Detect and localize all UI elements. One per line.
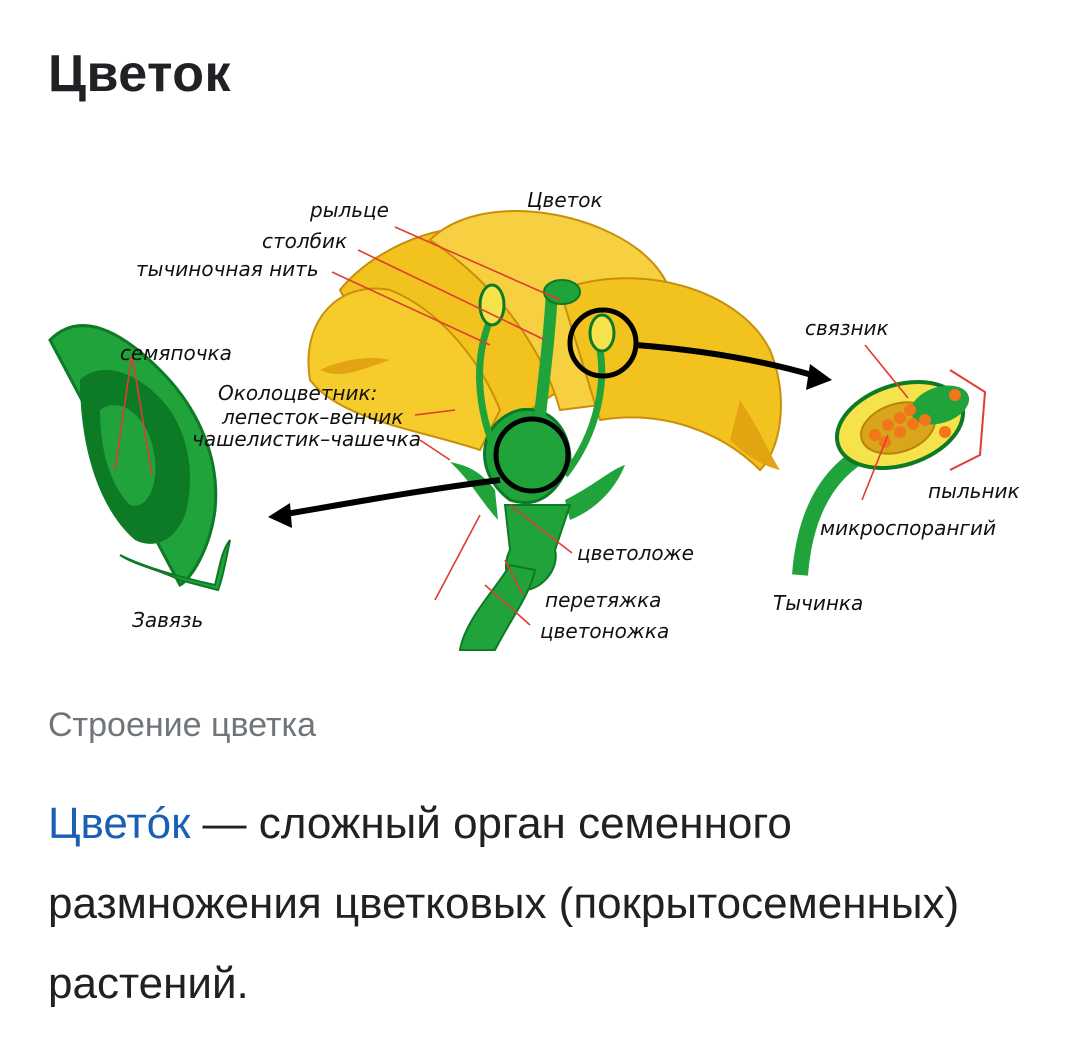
label-style: столбик [262,229,347,253]
arrow-to-ovary [268,480,500,528]
label-connective: связник [805,316,889,340]
label-sepal: чашелистик–чашечка [192,427,421,451]
image-caption: Строение цветка [48,706,316,745]
label-constriction: перетяжка [545,588,661,612]
page-title: Цветок [48,44,231,104]
ovary-section [50,326,230,590]
label-perianth: Околоцветник: [218,381,377,405]
label-filament: тычиночная нить [136,257,319,281]
label-receptacle: цветоложе [577,541,694,565]
definition-paragraph: Цветóк — сложный орган семенного размнож… [48,784,1038,1024]
label-petal: лепесток–венчик [221,405,404,429]
label-flower: Цветок [527,188,603,212]
flower-structure-diagram[interactable]: рыльце Цветок столбик тычиночная нить се… [40,170,1040,670]
stamen-detail [800,367,985,575]
label-microsporangium: микроспорангий [820,516,996,540]
term-link[interactable]: Цветóк [48,799,190,848]
label-anther: пыльник [928,479,1020,503]
label-pedicel: цветоножка [540,619,669,643]
label-ovary: Завязь [132,608,203,632]
label-stigma: рыльце [309,198,389,222]
label-ovule: семяпочка [120,341,232,365]
label-stamen: Тычинка [773,591,863,615]
